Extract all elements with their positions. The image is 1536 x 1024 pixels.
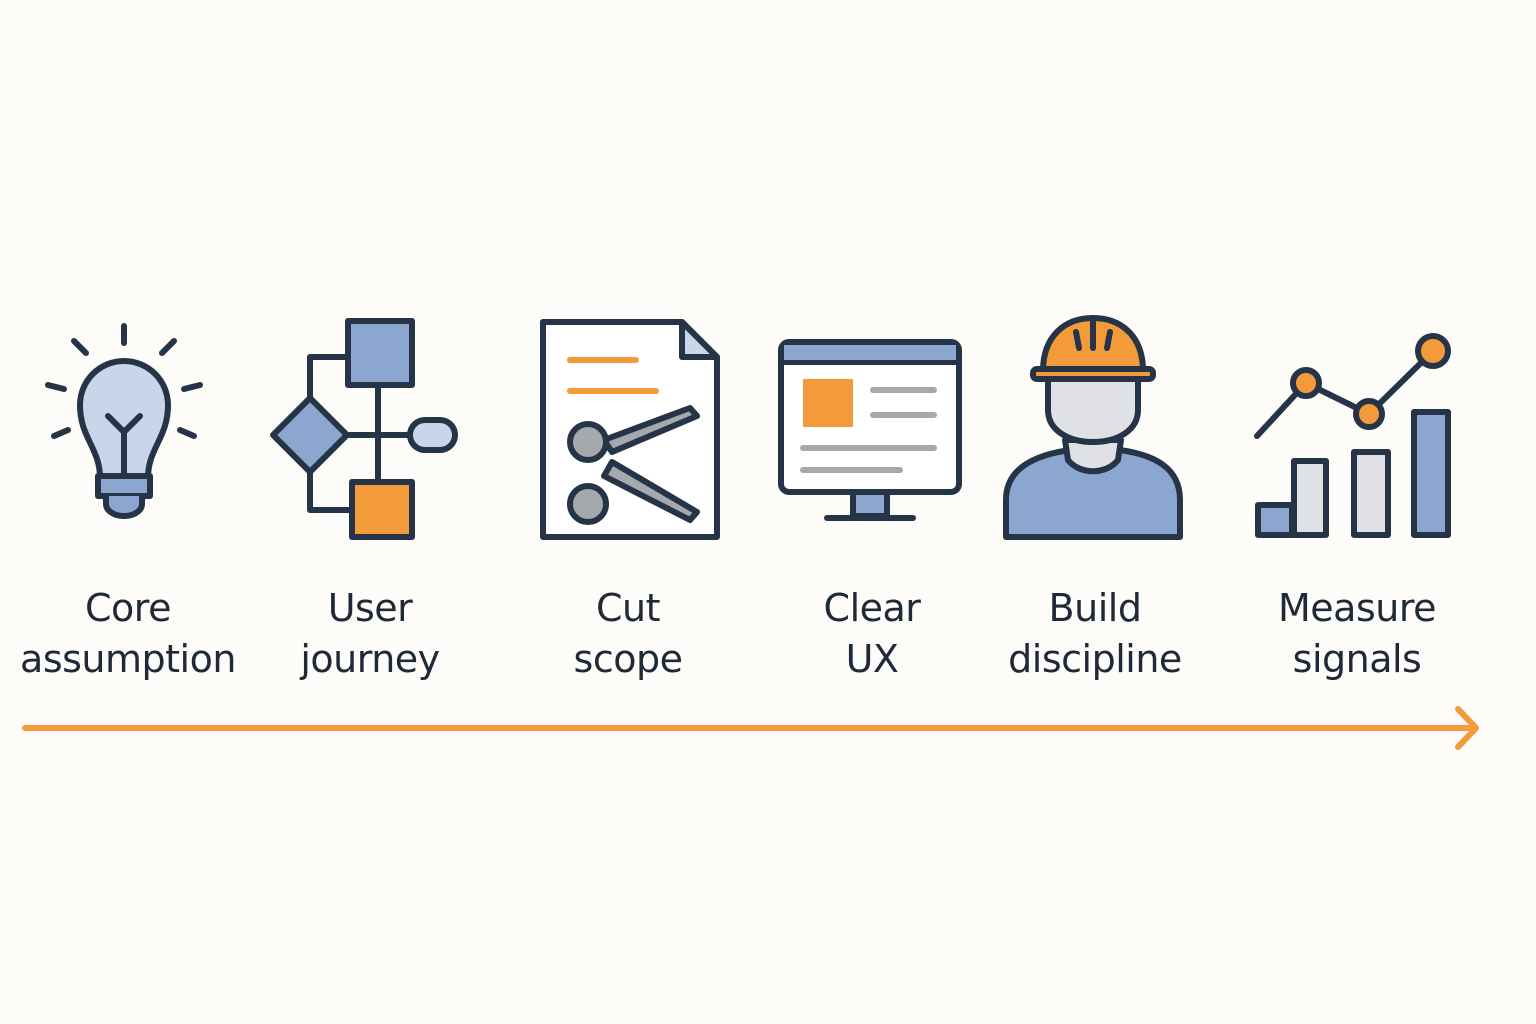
construction-worker-icon: [1003, 315, 1183, 540]
monitor-ui-icon: [778, 339, 962, 521]
step-label-user-journey: User journey: [240, 583, 500, 685]
step-label-line1: User: [327, 586, 413, 630]
step-label-line1: Build: [1048, 586, 1142, 630]
chart-growth-icon: [1254, 333, 1451, 538]
step-label-line1: Cut: [595, 586, 661, 630]
step-label-line1: Measure: [1278, 586, 1437, 630]
step-label-line2: discipline: [1008, 637, 1182, 681]
step-label-line1: Clear: [823, 586, 921, 630]
document-scissors-icon: [540, 319, 720, 540]
step-label-measure-signals: Measure signals: [1227, 583, 1487, 685]
step-label-line2: signals: [1292, 637, 1422, 681]
step-label-core-assumption: Core assumption: [0, 583, 258, 685]
lightbulb-icon: [45, 323, 203, 519]
step-label-line2: scope: [573, 637, 683, 681]
step-label-build-discipline: Build discipline: [965, 583, 1225, 685]
step-label-clear-ux: Clear UX: [742, 583, 1002, 685]
step-label-cut-scope: Cut scope: [498, 583, 758, 685]
step-label-line1: Core: [85, 586, 171, 630]
step-label-line2: journey: [300, 637, 440, 681]
step-label-line2: assumption: [20, 637, 236, 681]
timeline-arrow: [22, 706, 1479, 750]
step-label-line2: UX: [845, 637, 899, 681]
flowchart-icon: [270, 318, 458, 540]
